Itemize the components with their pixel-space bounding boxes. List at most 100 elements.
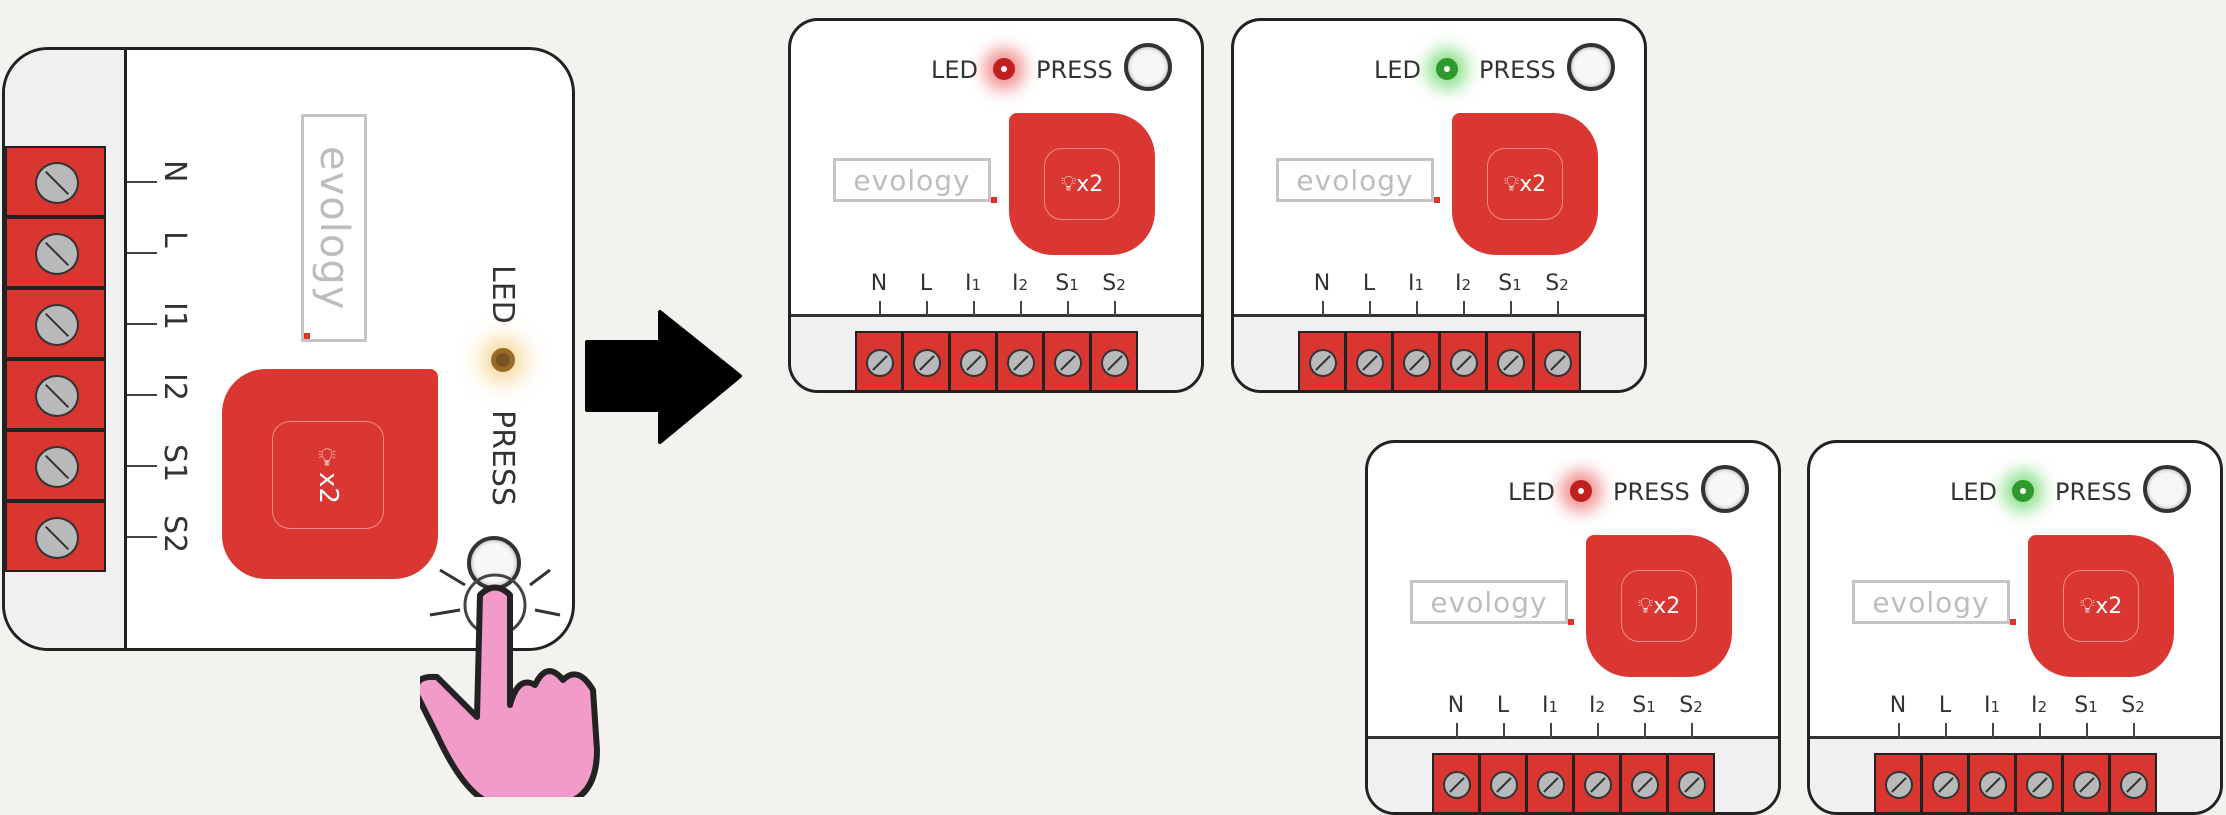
- terminal-label: N: [1313, 271, 1331, 296]
- terminal-tick: [2133, 723, 2135, 738]
- terminal-label: S2: [1102, 271, 1126, 296]
- brand-dot: [1434, 197, 1440, 203]
- press-label: PRESS: [1479, 56, 1556, 84]
- terminal-block: [949, 331, 997, 390]
- screw-icon: [1885, 771, 1913, 799]
- terminal-tick: [1369, 301, 1371, 316]
- terminal-tick: [1020, 301, 1022, 316]
- function-tile: 💡︎x2: [2028, 535, 2174, 677]
- terminal-tick: [926, 301, 928, 316]
- terminal-block: [5, 501, 106, 572]
- screw-icon: [1537, 771, 1565, 799]
- brand-logo: evology: [833, 158, 991, 202]
- screw-icon: [35, 446, 79, 488]
- press-button[interactable]: [1124, 43, 1172, 91]
- brand-logo: evology: [1410, 580, 1568, 624]
- terminal-block: [1392, 331, 1440, 390]
- terminal-label: S2: [2121, 693, 2145, 718]
- press-button[interactable]: [1567, 43, 1615, 91]
- terminal-label: I1: [1407, 271, 1425, 296]
- led-indicator: [1436, 58, 1458, 80]
- bulb-icon: 💡︎: [2079, 593, 2096, 619]
- terminal-label: I2: [2030, 693, 2048, 718]
- terminal-label: L: [1496, 693, 1510, 718]
- terminal-tick: [1416, 301, 1418, 316]
- bulb-icon: 💡︎: [1060, 171, 1077, 197]
- terminal-tick: [127, 536, 157, 538]
- brand-logo: evology: [1276, 158, 1434, 202]
- terminal-block: [1345, 331, 1393, 390]
- terminal-block: [1090, 331, 1138, 390]
- terminal-block: [855, 331, 903, 390]
- terminal-label: S1: [2074, 693, 2098, 718]
- terminal-label: S1: [1632, 693, 1656, 718]
- bulb-icon: 💡︎: [313, 446, 343, 473]
- terminal-tick: [2039, 723, 2041, 738]
- led-label: LED: [1374, 56, 1422, 84]
- screw-icon: [1932, 771, 1960, 799]
- led-label: LED: [1950, 478, 1998, 506]
- arrow-right-icon: [585, 310, 742, 444]
- terminal-block: [1667, 753, 1715, 812]
- press-label: PRESS: [2055, 478, 2132, 506]
- terminal-label: I1: [1983, 693, 2001, 718]
- terminal-label: I1: [157, 302, 192, 330]
- press-button[interactable]: [1701, 465, 1749, 513]
- brand-dot: [991, 197, 997, 203]
- terminal-tick: [127, 181, 157, 183]
- terminal-label: L: [157, 231, 192, 248]
- screw-icon: [35, 375, 79, 417]
- terminal-tick: [1503, 723, 1505, 738]
- terminal-label: N: [1447, 693, 1465, 718]
- terminal-block: [1874, 753, 1922, 812]
- terminal-tick: [1114, 301, 1116, 316]
- screw-icon: [2026, 771, 2054, 799]
- terminal-tick: [127, 252, 157, 254]
- terminal-tick: [1691, 723, 1693, 738]
- screw-icon: [1497, 349, 1525, 377]
- screw-icon: [35, 233, 79, 275]
- terminal-block: [1573, 753, 1621, 812]
- terminal-tick: [879, 301, 881, 316]
- screw-icon: [35, 517, 79, 559]
- screw-icon: [2120, 771, 2148, 799]
- result-device-red: LED PRESS evology 💡︎x2 N L I1 I2 S1 S2: [788, 18, 1204, 393]
- screw-icon: [1490, 771, 1518, 799]
- bulb-icon: 💡︎: [1637, 593, 1654, 619]
- terminal-tick: [1550, 723, 1552, 738]
- terminal-label: S2: [157, 515, 192, 554]
- result-device-green: LED PRESS evology 💡︎x2 N L I1 I2 S1 S2: [1231, 18, 1647, 393]
- terminal-block: [1533, 331, 1581, 390]
- screw-icon: [1450, 349, 1478, 377]
- terminal-block: [1432, 753, 1480, 812]
- led-indicator: [491, 348, 515, 372]
- terminal-label: I1: [1541, 693, 1559, 718]
- terminal-block: [1968, 753, 2016, 812]
- function-tile: 💡︎x2: [1452, 113, 1598, 255]
- screw-icon: [35, 304, 79, 346]
- terminal-tick: [973, 301, 975, 316]
- terminal-block: [1526, 753, 1574, 812]
- brand-logo: evology: [1852, 580, 2010, 624]
- terminal-block: [5, 430, 106, 501]
- led-indicator: [1570, 480, 1592, 502]
- bulb-icon: 💡︎: [1503, 171, 1520, 197]
- multiplier-label: x2: [1519, 171, 1547, 197]
- terminal-block: [2062, 753, 2110, 812]
- screw-icon: [1054, 349, 1082, 377]
- screw-icon: [866, 349, 894, 377]
- terminal-block: [5, 288, 106, 359]
- screw-icon: [1443, 771, 1471, 799]
- terminal-block: [1479, 753, 1527, 812]
- terminal-label: I2: [1454, 271, 1472, 296]
- brand-logo: evology: [301, 114, 367, 342]
- terminal-tick: [1456, 723, 1458, 738]
- press-button[interactable]: [2143, 465, 2191, 513]
- terminal-block: [1043, 331, 1091, 390]
- screw-icon: [1101, 349, 1129, 377]
- screw-icon: [1403, 349, 1431, 377]
- function-tile: 💡︎x2: [222, 369, 438, 579]
- press-label: PRESS: [485, 410, 520, 506]
- terminal-tick: [1510, 301, 1512, 316]
- multiplier-label: x2: [313, 472, 343, 504]
